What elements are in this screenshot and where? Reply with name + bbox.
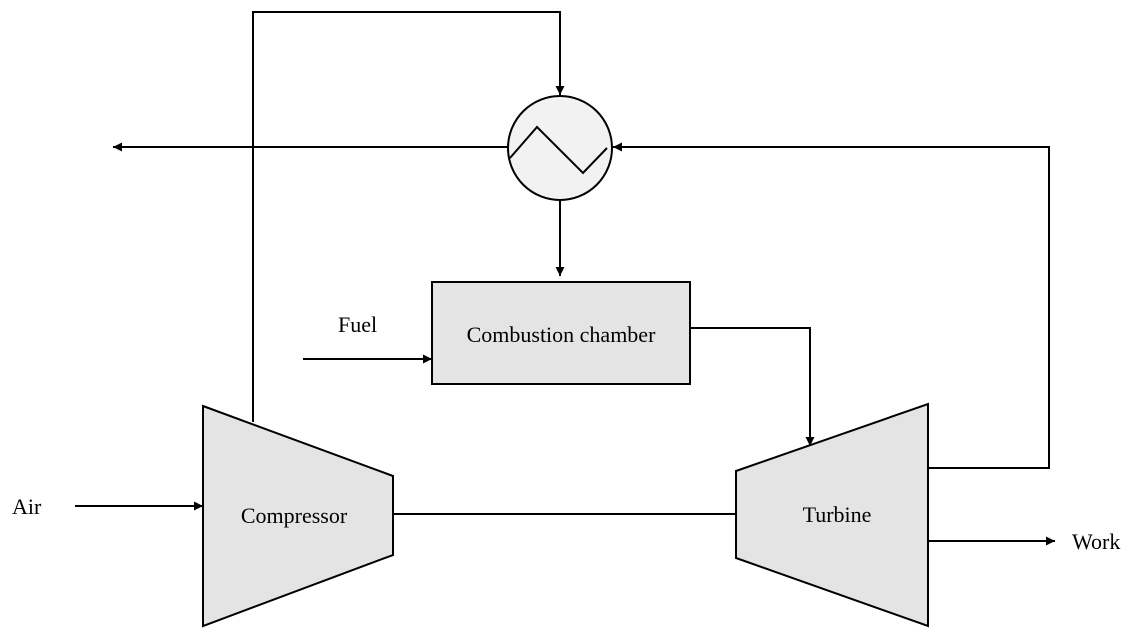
work-label: Work <box>1072 529 1120 554</box>
compressor-to-heat-exchanger-line <box>252 11 565 422</box>
fuel-label: Fuel <box>338 312 377 337</box>
turbine-shape <box>735 402 929 628</box>
combustion-chamber-label: Combustion chamber <box>467 322 656 347</box>
turbine-label: Turbine <box>803 502 872 527</box>
combustion-to-turbine-line <box>690 327 815 446</box>
compressor-label: Compressor <box>241 503 348 528</box>
compressor-shape <box>202 404 394 628</box>
heat-exchanger-circle <box>507 95 613 201</box>
combustion-chamber-box <box>431 281 691 385</box>
air-label: Air <box>12 494 42 519</box>
heat-exchanger-zigzag-icon <box>509 125 608 175</box>
turbine-exhaust-to-heat-exchanger-line <box>613 142 1050 469</box>
